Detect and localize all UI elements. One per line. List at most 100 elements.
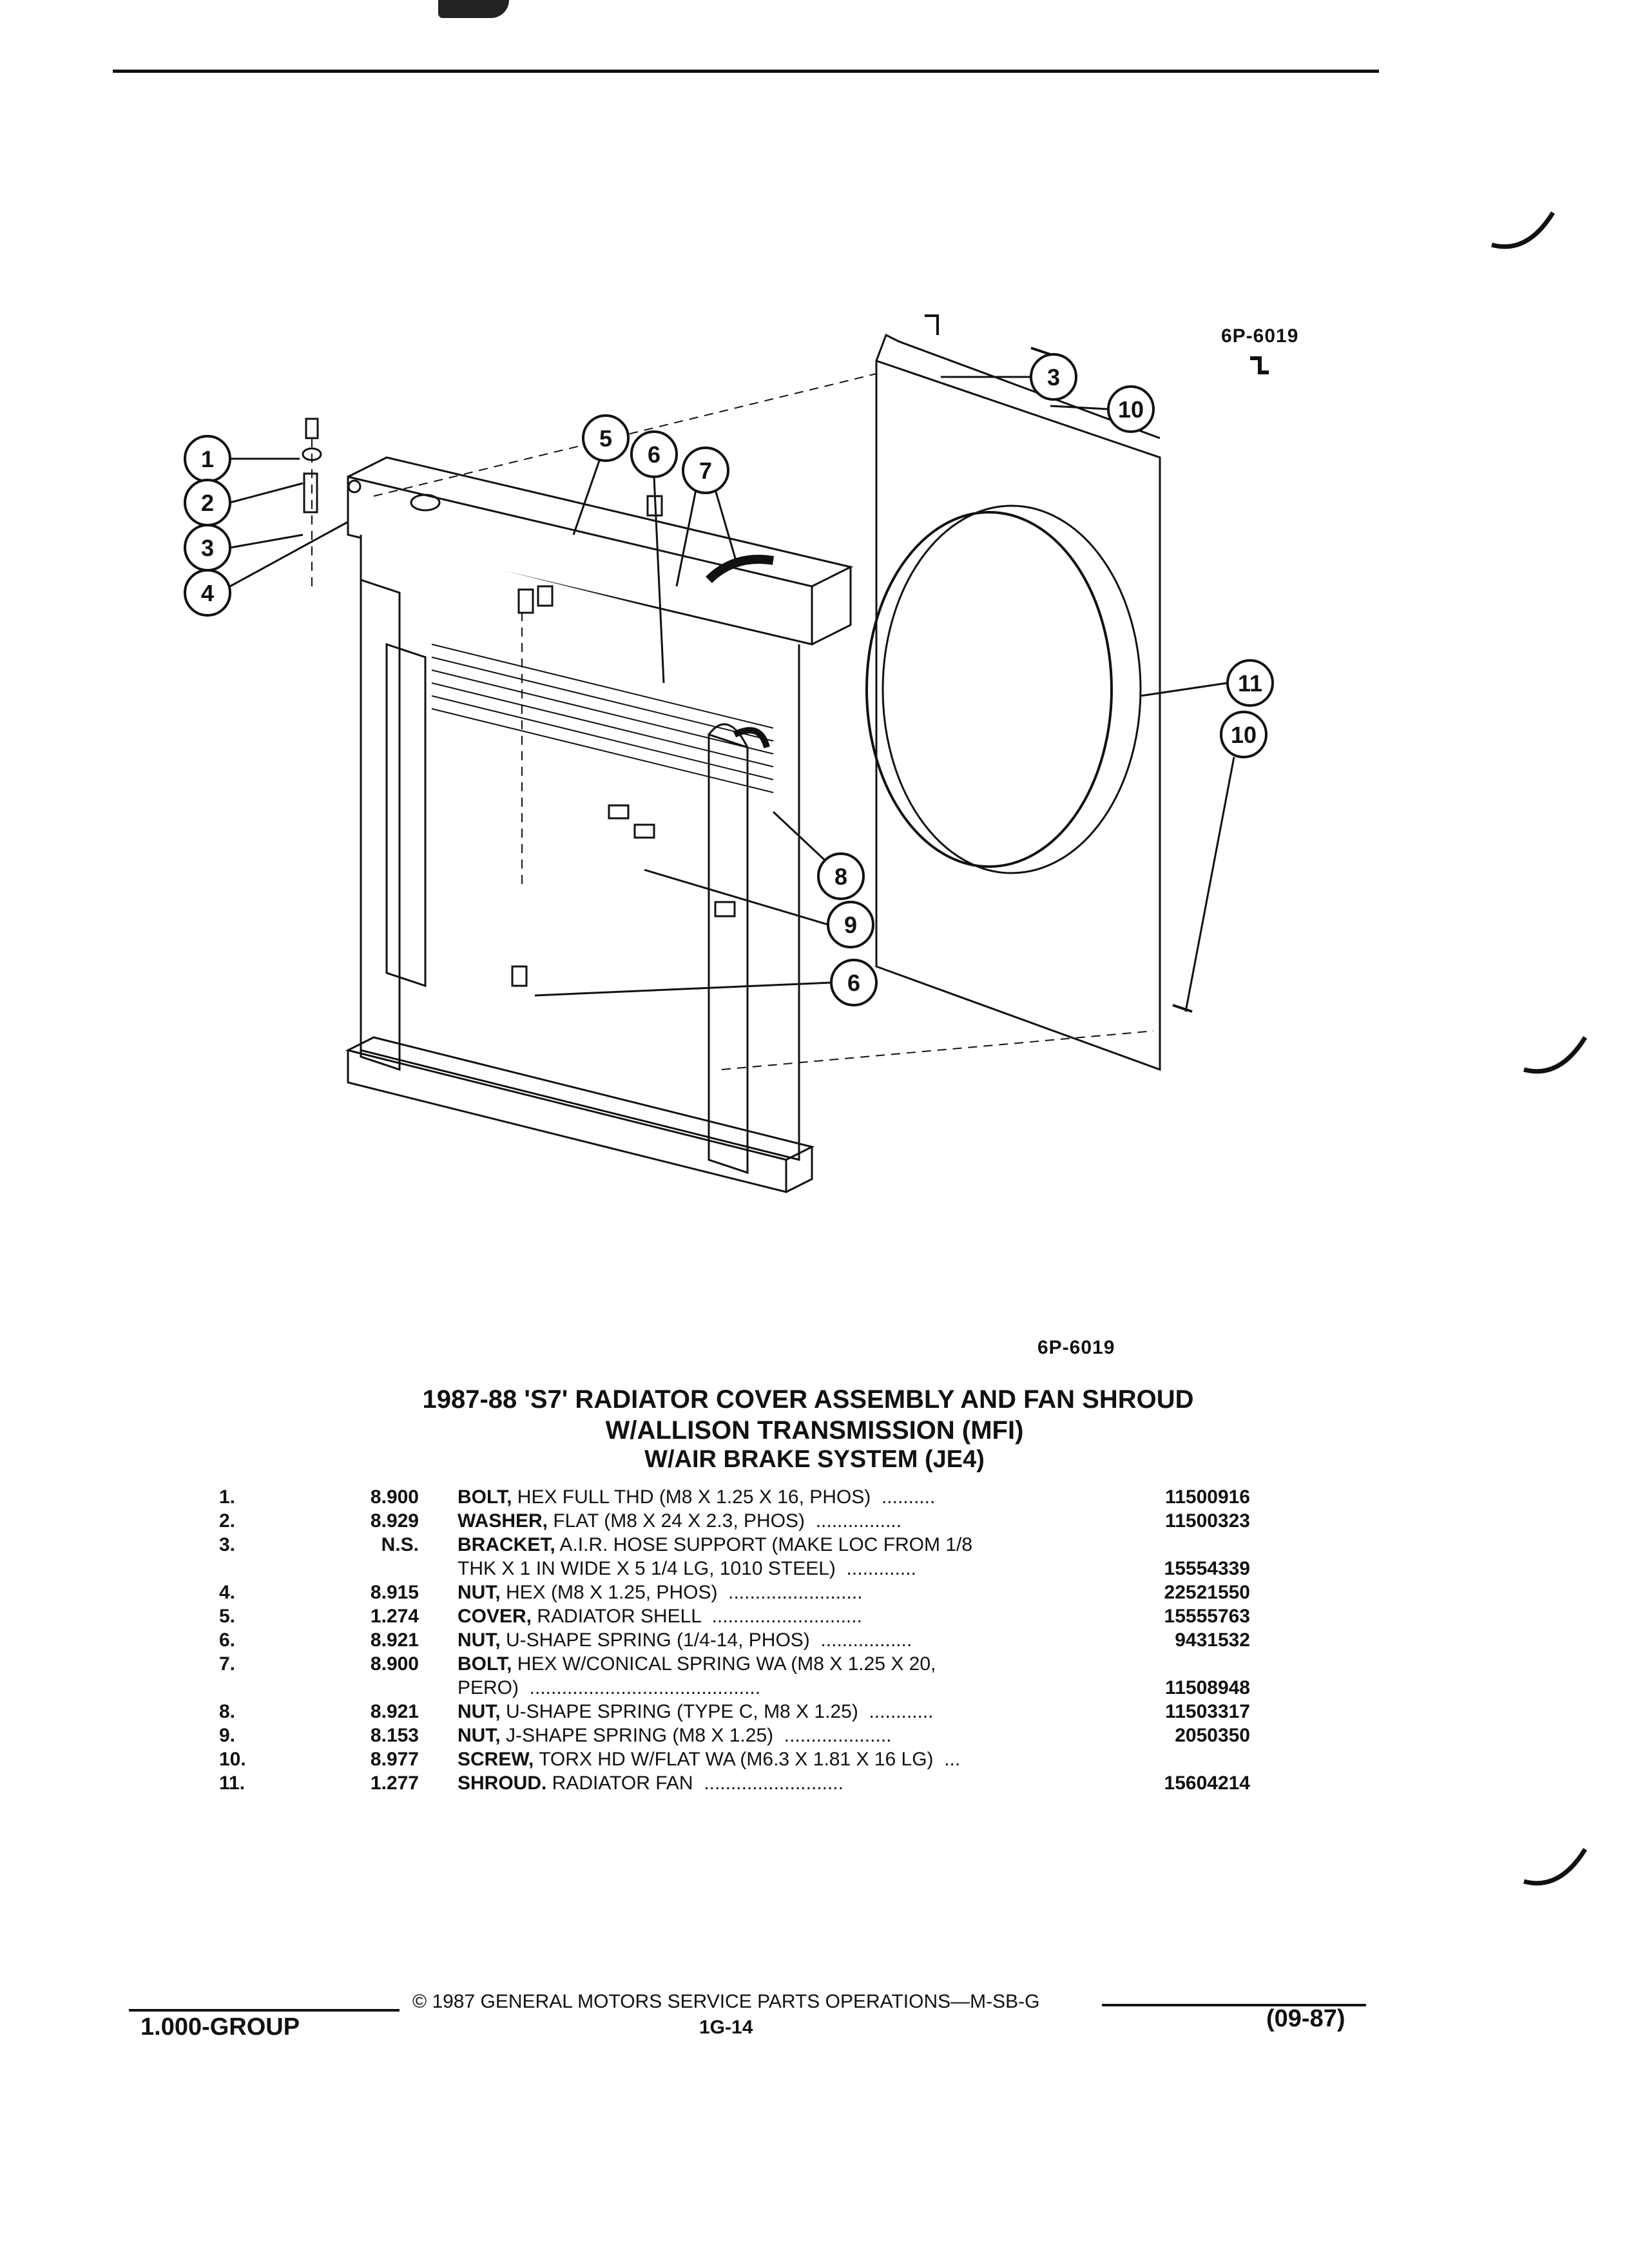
part-number: 9431532: [1175, 1629, 1250, 1651]
parts-row: 9. 8.153 NUT, J-SHAPE SPRING (M8 X 1.25)…: [219, 1724, 1250, 1747]
shroud-ring: [865, 511, 1113, 868]
part-number: 15554339: [1164, 1558, 1250, 1579]
group-code: N.S.: [381, 1534, 419, 1555]
item-number: 11.: [219, 1773, 246, 1794]
exploded-diagram: 1 2 3 4 5 6 7: [155, 309, 1315, 1211]
parts-row: 10. 8.977 SCREW, TORX HD W/FLAT WA (M6.3…: [219, 1747, 1250, 1771]
binding-mark-middle: [1523, 1036, 1587, 1074]
binding-mark-bottom: [1523, 1848, 1587, 1886]
svg-text:11: 11: [1238, 670, 1262, 697]
parts-row: PERO) ..................................…: [219, 1676, 1250, 1700]
detail-arrow-icon: [1250, 356, 1269, 374]
group-code: 8.900: [370, 1653, 419, 1675]
item-number: 4.: [219, 1582, 236, 1603]
parts-row: 2. 8.929 WASHER, FLAT (M8 X 24 X 2.3, PH…: [219, 1509, 1250, 1533]
part-number: 15604214: [1164, 1773, 1250, 1794]
part-number: 15555763: [1164, 1606, 1250, 1627]
parts-row: 6. 8.921 NUT, U-SHAPE SPRING (1/4-14, PH…: [219, 1628, 1250, 1652]
callout-10-bottom: 10: [1184, 711, 1268, 1012]
group-code: 8.929: [370, 1510, 419, 1532]
svg-text:1: 1: [201, 446, 214, 472]
svg-text:6: 6: [847, 970, 860, 996]
svg-text:8: 8: [834, 863, 847, 890]
group-code: [290, 1557, 419, 1581]
svg-text:3: 3: [201, 535, 214, 561]
callout-8: 8: [772, 811, 865, 900]
callout-1: 1: [184, 435, 300, 483]
svg-text:3: 3: [1047, 364, 1060, 390]
footer-page-number: 1G-14: [699, 2017, 753, 2038]
svg-text:10: 10: [1118, 396, 1144, 423]
svg-text:10: 10: [1231, 722, 1257, 748]
item-number: 2.: [219, 1510, 236, 1532]
svg-text:4: 4: [201, 580, 214, 606]
part-description: COVER, RADIATOR SHELL ..................…: [458, 1606, 862, 1627]
part-description: THK X 1 IN WIDE X 5 1/4 LG, 1010 STEEL) …: [458, 1558, 916, 1579]
footer-group: 1.000-GROUP: [140, 2013, 300, 2041]
item-number: 10.: [219, 1749, 246, 1770]
part-description: NUT, HEX (M8 X 1.25, PHOS) .............…: [458, 1582, 863, 1603]
svg-text:6: 6: [648, 441, 660, 468]
part-description: BRACKET, A.I.R. HOSE SUPPORT (MAKE LOC F…: [458, 1534, 973, 1555]
part-description: BOLT, HEX W/CONICAL SPRING WA (M8 X 1.25…: [458, 1653, 936, 1675]
group-code: 8.900: [370, 1486, 419, 1508]
group-code: 8.915: [370, 1582, 419, 1603]
parts-row: 3. N.S. BRACKET, A.I.R. HOSE SUPPORT (MA…: [219, 1533, 1250, 1557]
header-rule: [113, 70, 1379, 73]
item-number: [219, 1676, 290, 1700]
svg-text:2: 2: [201, 490, 214, 516]
binding-mark-top: [1491, 211, 1555, 249]
item-number: 1.: [219, 1486, 236, 1508]
item-number: 8.: [219, 1701, 236, 1722]
part-description: SHROUD. RADIATOR FAN ...................…: [458, 1773, 843, 1794]
part-description: NUT, U-SHAPE SPRING (1/4-14, PHOS) .....…: [458, 1629, 912, 1651]
footer-date: (09-87): [1266, 2005, 1345, 2032]
callout-9: 9: [644, 869, 874, 948]
plate-id-bottom: 6P-6019: [1037, 1337, 1115, 1358]
radiator-shroud-illustration: 1 2 3 4 5 6 7: [184, 314, 1274, 1193]
group-code: 1.274: [370, 1606, 419, 1627]
callout-6-top: 6: [630, 430, 678, 684]
part-description: BOLT, HEX FULL THD (M8 X 1.25 X 16, PHOS…: [458, 1486, 936, 1508]
part-number: [1121, 1533, 1250, 1557]
parts-list: 1. 8.900 BOLT, HEX FULL THD (M8 X 1.25 X…: [219, 1485, 1250, 1795]
parts-row: 8. 8.921 NUT, U-SHAPE SPRING (TYPE C, M8…: [219, 1700, 1250, 1724]
callout-5: 5: [572, 414, 630, 535]
part-number: 2050350: [1175, 1725, 1250, 1746]
part-description: PERO) ..................................…: [458, 1677, 761, 1698]
item-number: 7.: [219, 1653, 236, 1675]
svg-text:5: 5: [599, 425, 612, 452]
item-number: 5.: [219, 1606, 236, 1627]
part-number: 11500916: [1165, 1486, 1250, 1508]
parts-row: 1. 8.900 BOLT, HEX FULL THD (M8 X 1.25 X…: [219, 1485, 1250, 1509]
parts-row: 5. 1.274 COVER, RADIATOR SHELL .........…: [219, 1604, 1250, 1628]
callout-3-left: 3: [184, 524, 304, 572]
scan-smudge: [438, 0, 509, 18]
callout-3-right: 3: [941, 353, 1077, 401]
item-number: 6.: [219, 1629, 236, 1651]
fan-shroud: [875, 359, 1161, 1072]
title-line-2: W/ALLISON TRANSMISSION (MFI): [605, 1416, 1024, 1445]
item-number: [219, 1557, 290, 1581]
part-description: NUT, U-SHAPE SPRING (TYPE C, M8 X 1.25) …: [458, 1701, 934, 1722]
svg-text:9: 9: [844, 912, 857, 938]
callout-6-bottom: 6: [534, 959, 878, 1006]
item-number: 9.: [219, 1725, 236, 1746]
part-description: SCREW, TORX HD W/FLAT WA (M6.3 X 1.81 X …: [458, 1749, 961, 1770]
title-line-3: W/AIR BRAKE SYSTEM (JE4): [644, 1446, 985, 1473]
footer-copyright: © 1987 GENERAL MOTORS SERVICE PARTS OPER…: [412, 1991, 1040, 2012]
part-description: WASHER, FLAT (M8 X 24 X 2.3, PHOS) .....…: [458, 1510, 902, 1532]
item-number: 3.: [219, 1534, 236, 1555]
footer-rule-left: [129, 2009, 400, 2012]
part-description: NUT, J-SHAPE SPRING (M8 X 1.25) ........…: [458, 1725, 892, 1746]
group-code: 1.277: [370, 1773, 419, 1794]
plate-id-top: 6P-6019: [1221, 325, 1299, 347]
part-number: 22521550: [1164, 1582, 1250, 1603]
group-code: 8.977: [370, 1749, 419, 1770]
callout-11: 11: [1140, 659, 1274, 707]
part-number: 11500323: [1165, 1510, 1250, 1532]
parts-row: 11. 1.277 SHROUD. RADIATOR FAN .........…: [219, 1771, 1250, 1795]
part-number: [1121, 1652, 1250, 1676]
parts-row: 7. 8.900 BOLT, HEX W/CONICAL SPRING WA (…: [219, 1652, 1250, 1676]
group-code: 8.921: [370, 1701, 419, 1722]
